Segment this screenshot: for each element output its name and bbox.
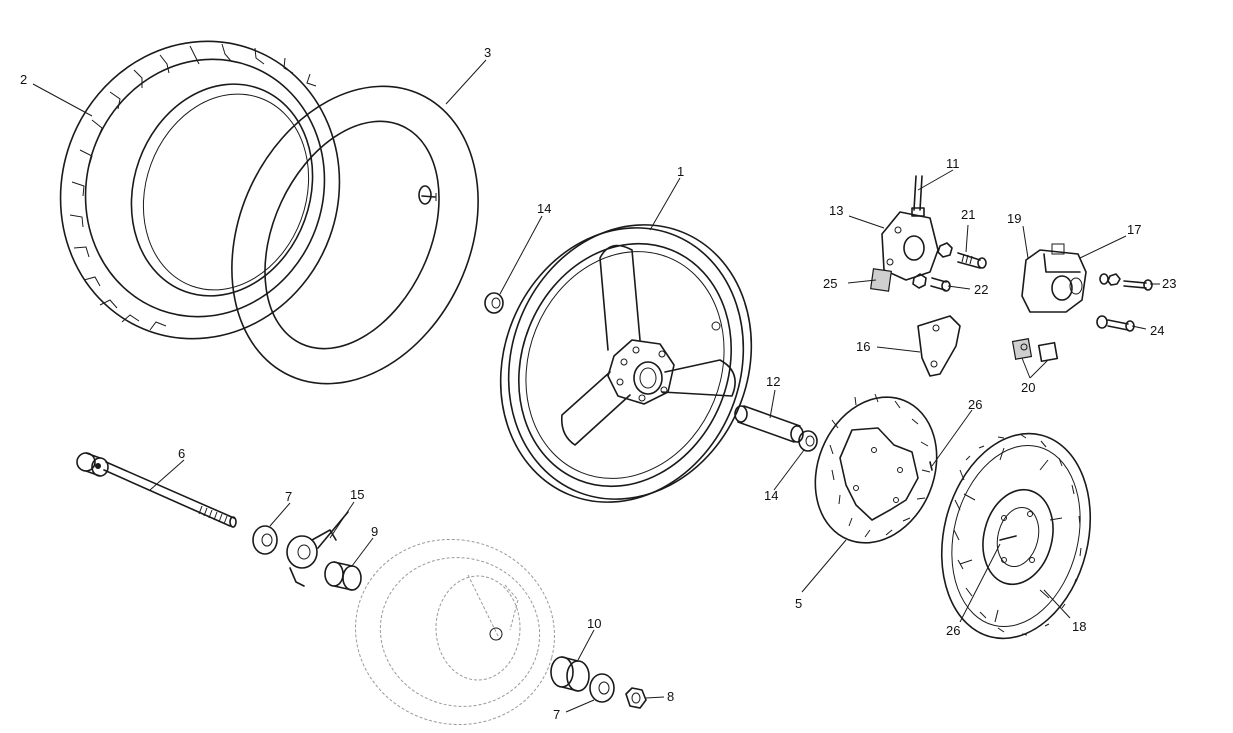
ghost-wheel-assembly xyxy=(355,538,555,726)
callout-21: 21 xyxy=(961,207,975,222)
part-tyre xyxy=(59,40,341,340)
callout-14-lower: 14 xyxy=(764,488,778,503)
part-washer-left xyxy=(252,525,278,555)
part-washer-right xyxy=(589,673,615,703)
part-inner-tube xyxy=(231,85,479,385)
callout-22: 22 xyxy=(974,282,988,297)
callout-labels: 1 2 3 5 6 7 7 8 9 10 11 12 13 14 14 15 1… xyxy=(20,45,1176,722)
callout-6: 6 xyxy=(178,446,185,461)
part-bearing-10 xyxy=(550,656,590,692)
callout-12: 12 xyxy=(766,374,780,389)
part-caliper-bracket xyxy=(917,315,961,377)
leader-lines xyxy=(32,59,1160,713)
part-rear-caliper xyxy=(1021,243,1087,313)
part-bearing-upper xyxy=(484,292,504,314)
callout-5: 5 xyxy=(795,596,802,611)
callout-8: 8 xyxy=(667,689,674,704)
callout-23: 23 xyxy=(1162,276,1176,291)
callout-14-upper: 14 xyxy=(537,201,551,216)
part-bolt-21 xyxy=(937,242,987,269)
part-axle-nut xyxy=(625,687,647,709)
part-wheel-rim xyxy=(499,224,753,503)
bolt-icon xyxy=(929,461,933,471)
callout-15: 15 xyxy=(350,487,364,502)
part-brake-pads xyxy=(1011,338,1059,363)
callout-18: 18 xyxy=(1072,619,1086,634)
valve-icon xyxy=(418,185,437,205)
callout-20: 20 xyxy=(1021,380,1035,395)
callout-11: 11 xyxy=(946,156,960,171)
brake-pad-icon xyxy=(870,268,892,292)
part-spacer-tube xyxy=(734,405,804,443)
part-spacer xyxy=(324,561,362,591)
callout-7-upper: 7 xyxy=(285,489,292,504)
callout-26-upper: 26 xyxy=(968,397,982,412)
callout-17: 17 xyxy=(1127,222,1141,237)
part-screw-23 xyxy=(1099,273,1153,291)
part-screw-24 xyxy=(1096,315,1135,332)
callout-7-lower: 7 xyxy=(553,707,560,722)
callout-16: 16 xyxy=(856,339,870,354)
callout-3: 3 xyxy=(484,45,491,60)
part-brake-disc-inner xyxy=(814,393,938,544)
callout-10: 10 xyxy=(587,616,601,631)
callout-1: 1 xyxy=(677,164,684,179)
part-bearing-lower xyxy=(798,430,818,452)
part-brake-caliper xyxy=(870,175,939,292)
callout-9: 9 xyxy=(371,524,378,539)
part-brake-disc-outer xyxy=(940,432,1092,640)
callout-25: 25 xyxy=(823,276,837,291)
callout-26-lower: 26 xyxy=(946,623,960,638)
part-speedometer-drive xyxy=(286,511,349,587)
part-axle xyxy=(76,452,237,528)
bolt-icon xyxy=(999,535,1017,541)
callout-13: 13 xyxy=(829,203,843,218)
callout-24: 24 xyxy=(1150,323,1164,338)
callout-19: 19 xyxy=(1007,211,1021,226)
callout-2: 2 xyxy=(20,72,27,87)
